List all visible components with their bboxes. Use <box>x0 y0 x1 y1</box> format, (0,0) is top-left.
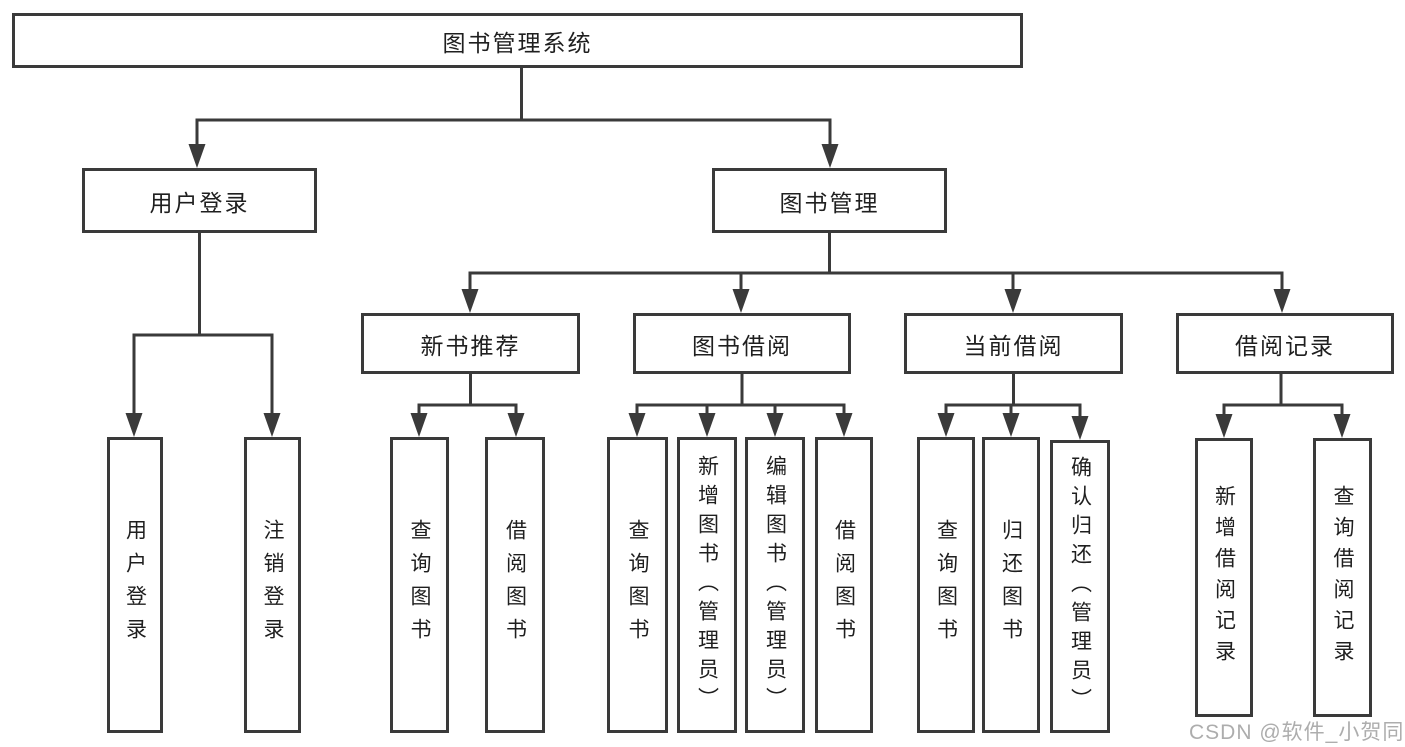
node-current-borrow: 当前借阅 <box>904 313 1123 374</box>
node-new-book-recommend-label: 新书推荐 <box>420 332 521 359</box>
node-recommend-borrow-books-label: 借阅图书 <box>503 519 527 651</box>
node-add-books-admin-label: 新增图书（管理员） <box>695 454 719 716</box>
node-recommend-query-books-label: 查询图书 <box>408 519 431 651</box>
node-book-borrow: 图书借阅 <box>633 313 851 374</box>
node-root: 图书管理系统 <box>12 13 1023 68</box>
node-return-books: 归还图书 <box>982 437 1040 733</box>
node-edit-books-admin: 编辑图书（管理员） <box>745 437 805 733</box>
node-new-book-recommend: 新书推荐 <box>361 313 580 374</box>
node-return-books-label: 归还图书 <box>999 519 1023 651</box>
node-user-login-branch-label: 用户登录 <box>149 189 250 216</box>
node-confirm-return-admin: 确认归还（管理员） <box>1050 440 1110 733</box>
node-borrow-query-books-label: 查询图书 <box>626 519 649 651</box>
node-add-borrow-record: 新增借阅记录 <box>1195 438 1253 717</box>
node-user-login-leaf: 用户登录 <box>107 437 163 733</box>
node-recommend-query-books: 查询图书 <box>390 437 449 733</box>
node-edit-books-admin-label: 编辑图书（管理员） <box>763 454 787 716</box>
node-book-management-label: 图书管理 <box>779 189 880 216</box>
node-query-borrow-record-label: 查询借阅记录 <box>1331 484 1354 671</box>
node-book-borrow-label: 图书借阅 <box>692 332 792 359</box>
csdn-watermark: CSDN @软件_小贺同学 <box>1189 721 1405 744</box>
node-logout-leaf: 注销登录 <box>244 437 301 733</box>
node-recommend-borrow-books: 借阅图书 <box>485 437 545 733</box>
node-user-login-branch: 用户登录 <box>82 168 317 233</box>
node-root-label: 图书管理系统 <box>442 29 593 56</box>
node-current-query-books: 查询图书 <box>917 437 975 733</box>
node-logout-leaf-label: 注销登录 <box>261 519 284 651</box>
node-add-books-admin: 新增图书（管理员） <box>677 437 737 733</box>
node-add-borrow-record-label: 新增借阅记录 <box>1212 484 1236 671</box>
node-confirm-return-admin-label: 确认归还（管理员） <box>1068 456 1092 717</box>
node-borrow-records-label: 借阅记录 <box>1235 332 1335 359</box>
node-borrow-query-books: 查询图书 <box>607 437 668 733</box>
node-current-borrow-label: 当前借阅 <box>963 332 1064 359</box>
node-borrow-books-leaf: 借阅图书 <box>815 437 873 733</box>
node-user-login-leaf-label: 用户登录 <box>123 519 147 651</box>
node-current-query-books-label: 查询图书 <box>934 519 958 651</box>
node-borrow-books-leaf-label: 借阅图书 <box>832 519 856 651</box>
node-borrow-records: 借阅记录 <box>1176 313 1394 374</box>
node-book-management: 图书管理 <box>712 168 947 233</box>
node-query-borrow-record: 查询借阅记录 <box>1313 438 1372 717</box>
